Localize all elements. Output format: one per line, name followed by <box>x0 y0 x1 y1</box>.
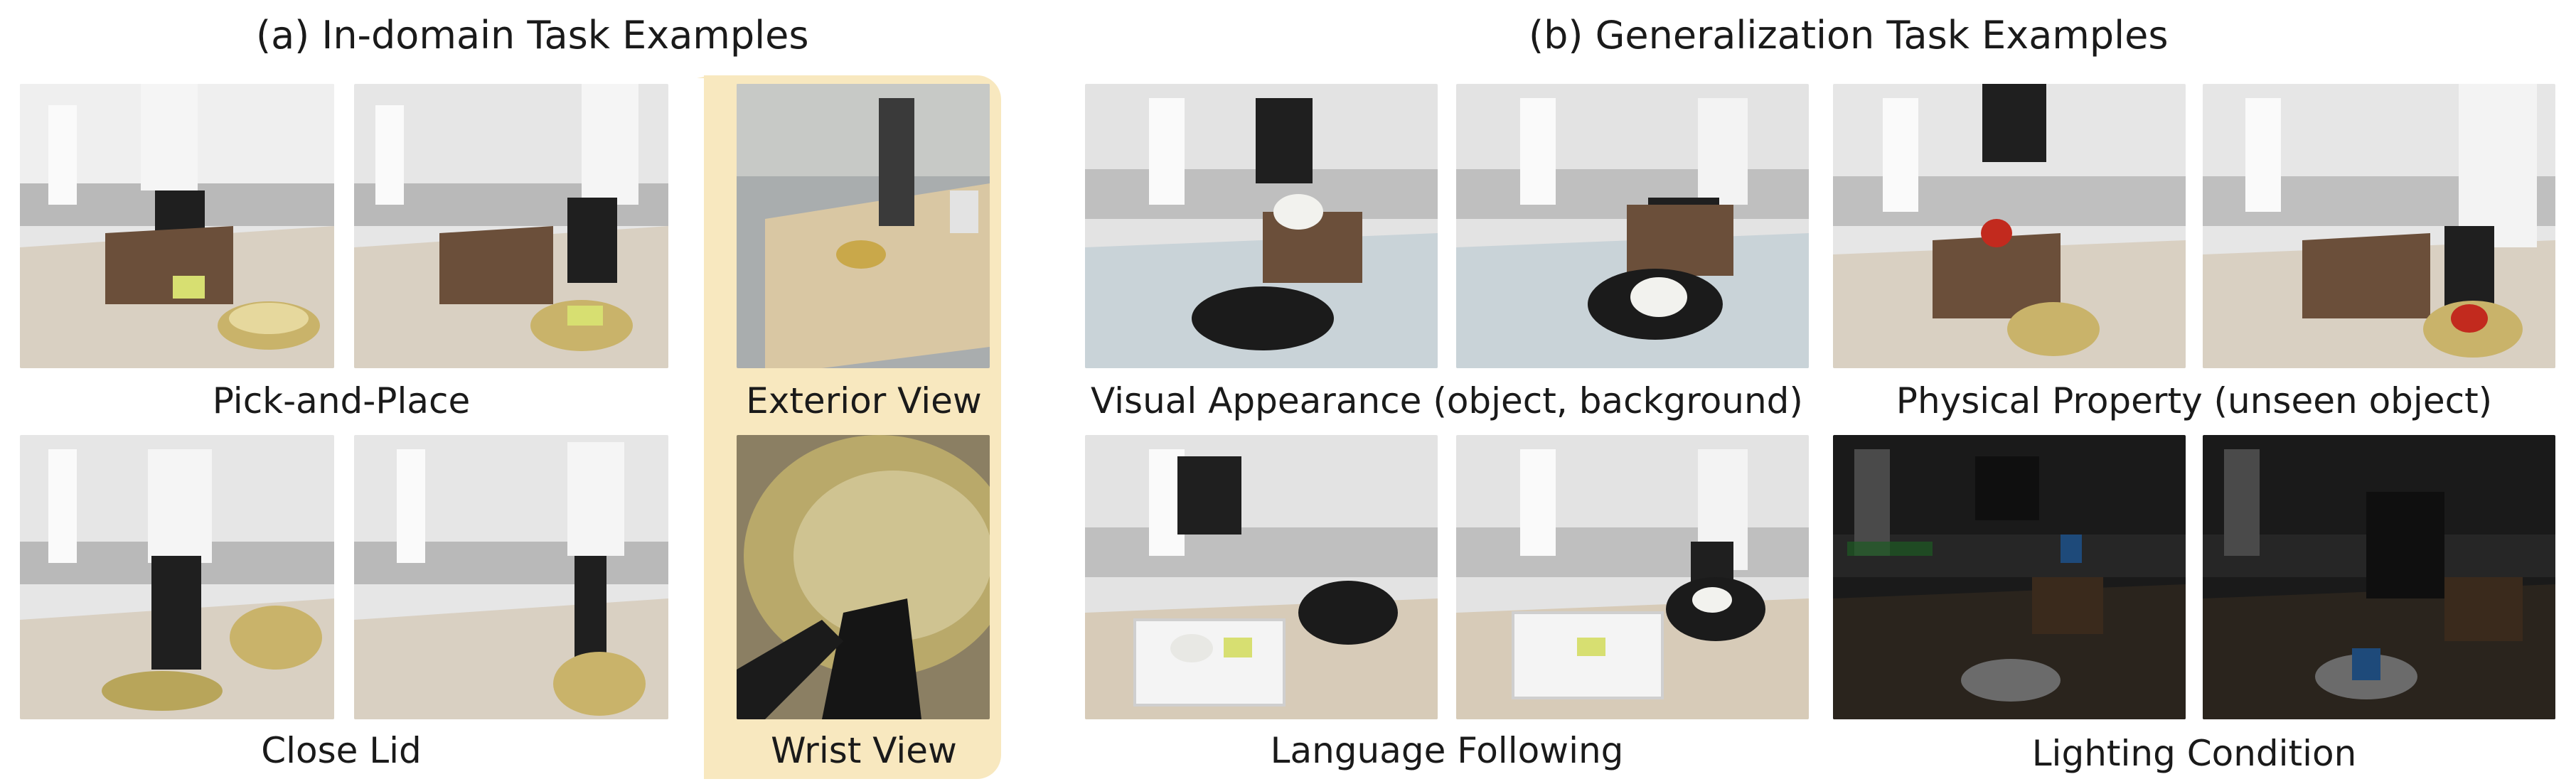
wrist-view-photo <box>737 435 990 719</box>
visual-appearance-photo-2 <box>1456 84 1809 368</box>
pick-place-photo-1 <box>20 84 334 368</box>
caption-exterior-view: Exterior View <box>746 380 982 421</box>
caption-lighting-condition: Lighting Condition <box>2031 733 2357 774</box>
caption-wrist-view: Wrist View <box>771 730 957 771</box>
language-following-photo-2 <box>1456 435 1809 719</box>
close-lid-photo-1 <box>20 435 334 719</box>
physical-property-photo-1 <box>1833 84 2186 368</box>
pick-place-photo-2 <box>354 84 668 368</box>
caption-pick-and-place: Pick-and-Place <box>212 380 471 421</box>
physical-property-photo-2 <box>2203 84 2555 368</box>
language-following-photo-1 <box>1085 435 1438 719</box>
generalization-title: (b) Generalization Task Examples <box>1529 13 2169 58</box>
lighting-condition-photo-1 <box>1833 435 2186 719</box>
caption-language-following: Language Following <box>1270 730 1624 771</box>
lighting-condition-photo-2 <box>2203 435 2555 719</box>
exterior-view-photo <box>737 84 990 368</box>
caption-physical-property: Physical Property (unseen object) <box>1896 380 2493 421</box>
visual-appearance-photo-1 <box>1085 84 1438 368</box>
in-domain-title: (a) In-domain Task Examples <box>256 13 809 58</box>
caption-close-lid: Close Lid <box>261 730 422 771</box>
caption-visual-appearance: Visual Appearance (object, background) <box>1091 380 1803 421</box>
close-lid-photo-2 <box>354 435 668 719</box>
